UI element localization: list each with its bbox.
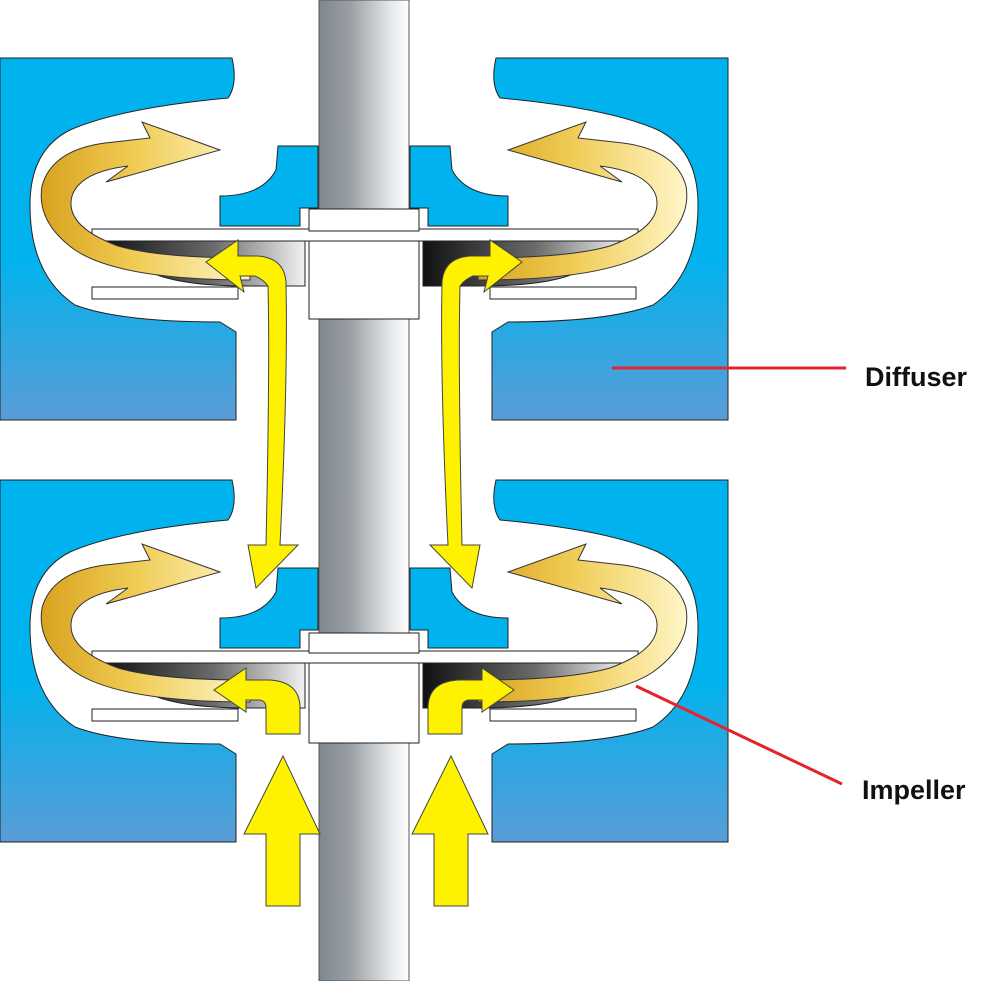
inlet-arrow-right — [411, 754, 489, 907]
impeller-lower — [91, 632, 639, 744]
flow-arrow-elbow-left — [213, 667, 301, 735]
diffuser-label: Diffuser — [865, 362, 968, 392]
shroud-back-left — [91, 286, 239, 300]
shaft — [318, 0, 410, 981]
impeller-upper — [91, 208, 639, 320]
hub — [308, 662, 420, 744]
eye-ring-right — [409, 567, 509, 649]
flow-arrow-channel-right — [428, 239, 523, 590]
shroud-back-right — [489, 708, 637, 722]
flow-arrow-elbow-right — [427, 667, 515, 735]
eye-ring-left — [219, 145, 319, 227]
eye-ring-left — [219, 567, 319, 649]
stage-lower — [0, 479, 729, 843]
inlet-arrow-left — [243, 754, 321, 907]
eye-ring-right — [409, 145, 509, 227]
shroud-back-right — [489, 286, 637, 300]
flow-arrow-channel-left — [205, 239, 300, 590]
hub — [308, 240, 420, 320]
stage-upper — [0, 57, 729, 421]
shroud-back-left — [91, 708, 239, 722]
flow-arrows — [205, 239, 523, 907]
impeller-label: Impeller — [862, 775, 966, 805]
hub-collar — [308, 632, 420, 654]
impeller-leader-line — [635, 684, 843, 786]
hub-collar — [308, 208, 420, 232]
